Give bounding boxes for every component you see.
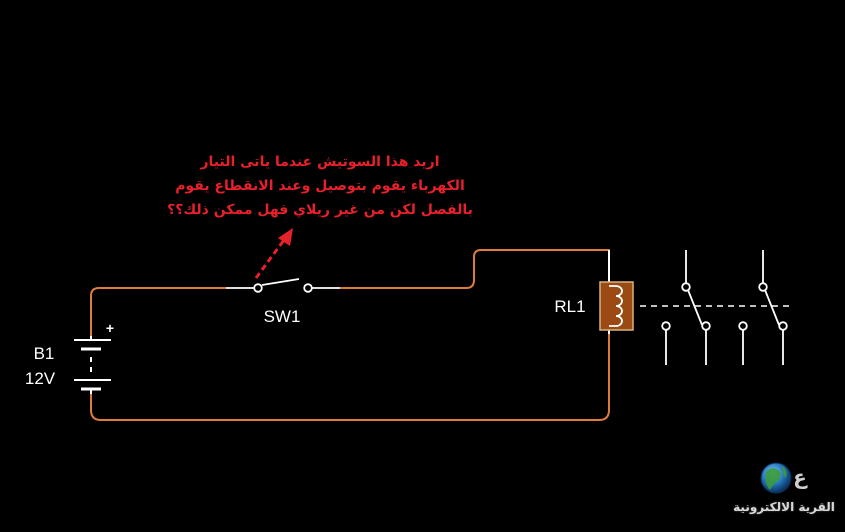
annotation-arrow — [254, 228, 293, 279]
relay-coil-winding — [609, 285, 623, 327]
globe-logo-icon: ع — [760, 462, 808, 494]
annotation-line-2: الكهرباء يقوم بتوصيل وعند الانقطاع يقوم — [175, 178, 465, 194]
pole1-no-terminal — [701, 321, 711, 331]
relay-name-label: RL1 — [554, 297, 585, 316]
switch-name-label: SW1 — [264, 307, 301, 326]
svg-text:ع: ع — [793, 465, 808, 489]
arrow-head — [278, 228, 293, 246]
wire-switch-to-relay — [340, 249, 610, 289]
switch-terminal-left — [253, 283, 263, 293]
wire-relay-to-battery-bottom — [90, 333, 610, 421]
annotation-line-3: بالفصل لكن من غير ريلاي فهل ممكن ذلك؟؟ — [167, 202, 473, 218]
pole2-blade — [764, 289, 780, 326]
pole2-nc-terminal — [738, 321, 748, 331]
pole2-no-terminal — [778, 321, 788, 331]
pole1-nc-terminal — [661, 321, 671, 331]
battery-b1[interactable] — [74, 336, 111, 394]
battery-plus-sign: + — [106, 320, 114, 336]
wires — [90, 249, 610, 421]
switch-terminal-right — [303, 283, 313, 293]
switch-sw1[interactable] — [226, 278, 340, 293]
pole2-common-terminal — [758, 282, 768, 292]
pole1-common-terminal — [681, 282, 691, 292]
switch-blade — [261, 278, 300, 286]
relay-rl1[interactable] — [599, 250, 634, 334]
annotation-line-1: اريد هذا السوتيش عندما ياتى التيار — [200, 154, 440, 170]
watermark-text: القرية الالكترونية — [733, 500, 835, 514]
arrow-shaft — [254, 239, 286, 279]
battery-voltage-label: 12V — [25, 369, 56, 388]
relay-contact-set-1 — [661, 250, 711, 365]
wire-battery-top-to-switch — [90, 287, 226, 338]
annotation-text: اريد هذا السوتيش عندما ياتى التيار الكهر… — [120, 150, 520, 222]
pole1-blade — [687, 289, 703, 326]
watermark: القرية الالكترونية — [728, 458, 840, 528]
battery-name-label: B1 — [34, 344, 55, 363]
relay-contact-set-2 — [738, 250, 788, 365]
